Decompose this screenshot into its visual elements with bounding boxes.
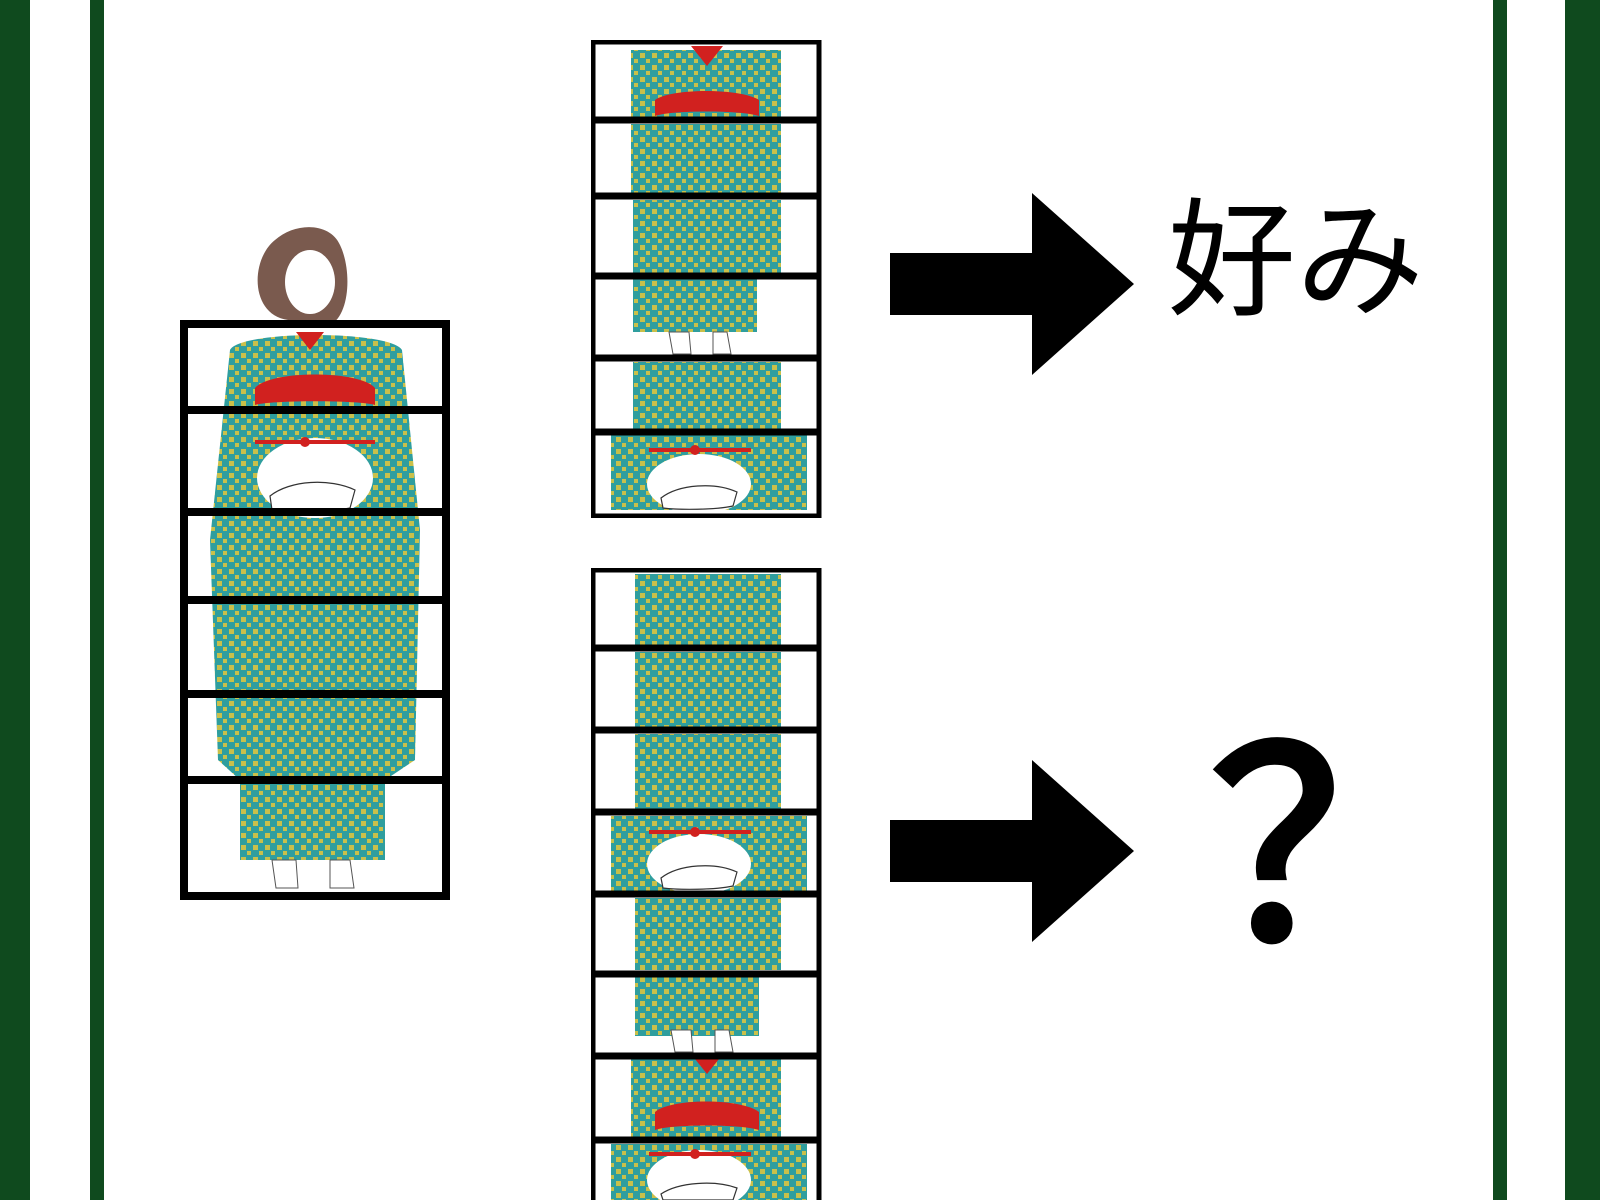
strip-panel-bottom bbox=[591, 568, 827, 1200]
strip-panel-top bbox=[591, 40, 827, 518]
frame-border-right-inner bbox=[1493, 0, 1507, 1200]
frame-border-right-outer bbox=[1565, 0, 1600, 1200]
frame-border-left-outer bbox=[0, 0, 30, 1200]
top-answer-text: 好み bbox=[1168, 187, 1425, 336]
kimono-woman-icon bbox=[180, 220, 452, 900]
right-arrow-icon bbox=[890, 760, 1134, 946]
question-mark: ？ bbox=[1210, 699, 1470, 1001]
frame-border-left-inner bbox=[90, 0, 104, 1200]
right-arrow-icon bbox=[890, 193, 1134, 379]
